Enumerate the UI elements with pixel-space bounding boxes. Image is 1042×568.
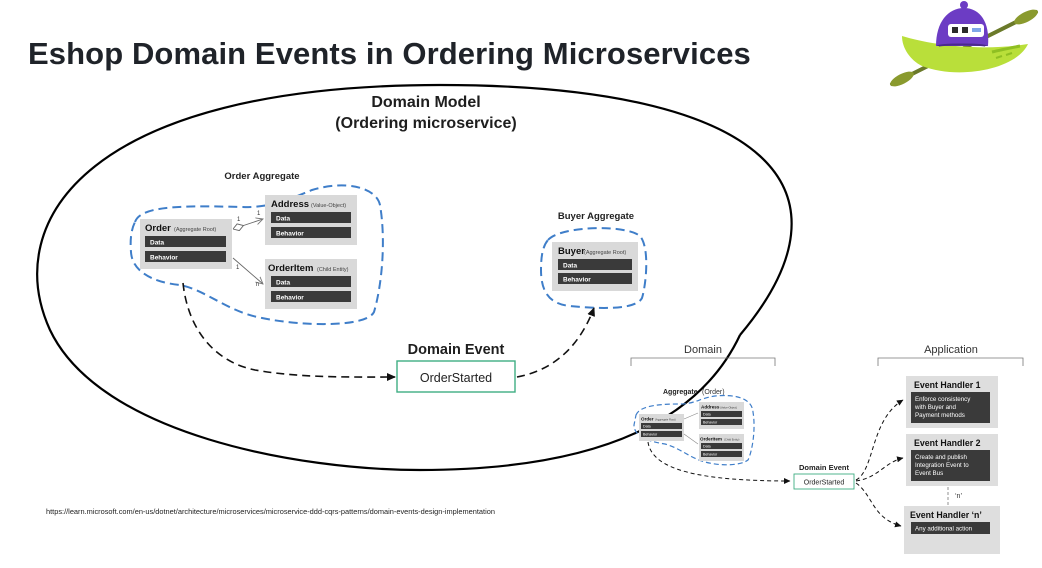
domain-event-box: [396, 360, 516, 393]
buyer-aggregate-boundary: [539, 227, 648, 309]
mini-order-started-event: OrderStarted: [804, 480, 845, 487]
mini-address-data: Data: [703, 413, 711, 417]
event-handler-1-line: Enforce consistency: [915, 396, 971, 403]
event-handler-2: Event Handler 2 Create and publish Integ…: [906, 434, 998, 486]
order-behavior-row: Behavior: [150, 255, 178, 262]
source-url: https://learn.microsoft.com/en-us/dotnet…: [46, 507, 495, 516]
mini-association: [683, 412, 699, 420]
event-handler-n-title: Event Handler ‘n’: [910, 510, 982, 520]
mini-order-tag: (Aggregate Root): [655, 418, 676, 422]
buyer-entity: Buyer (Aggregate Root) Data Behavior: [552, 242, 638, 291]
event-handler-1: Event Handler 1 Enforce consistency with…: [906, 376, 998, 428]
address-entity: Address (Value-Object) Data Behavior: [265, 195, 357, 245]
address-entity-name: Address: [271, 199, 309, 210]
application-header: Application: [924, 344, 978, 356]
order-address-association: [233, 219, 263, 229]
mini-event-box: [793, 473, 855, 490]
mini-association: [683, 433, 699, 445]
mini-orderitem-tag: (Child Entity): [724, 438, 739, 442]
buyer-entity-name: Buyer: [558, 246, 585, 257]
mini-aggregate-label: Aggregate: [663, 389, 698, 396]
application-bracket: [877, 357, 1024, 366]
mini-order-behavior: Behavior: [643, 433, 658, 437]
event-to-handler-n-flow: [855, 482, 902, 528]
mini-address-name: Address: [701, 405, 720, 410]
mini-orderitem-behavior: Behavior: [703, 453, 718, 457]
orderitem-behavior-row: Behavior: [276, 295, 304, 302]
address-data-row: Data: [276, 216, 290, 223]
domain-model-title: Domain Model: [371, 94, 480, 111]
order-data-row: Data: [150, 240, 164, 247]
multiplicity-label: 1: [236, 265, 240, 271]
address-behavior-row: Behavior: [276, 231, 304, 238]
multiplicity-label: n: [256, 282, 259, 288]
buyer-entity-tag: (Aggregate Root): [584, 250, 626, 256]
mini-orderitem-entity: OrderItem (Child Entity) Data Behavior: [699, 434, 744, 461]
event-handler-1-title: Event Handler 1: [914, 380, 981, 390]
orderitem-entity-tag: (Child Entity): [317, 267, 349, 273]
domain-model-boundary: [36, 83, 793, 472]
event-handler-n: Event Handler ‘n’ Any additional action: [904, 506, 1000, 554]
domain-bracket: [630, 357, 776, 366]
order-entity: Order (Aggregate Root) Data Behavior: [140, 219, 232, 269]
multiplicity-label: 1: [257, 211, 261, 217]
mini-domain-event-label: Domain Event: [799, 463, 850, 472]
order-entity-name: Order: [145, 223, 171, 234]
event-handler-2-line: Create and publish: [915, 454, 968, 461]
kayaking-robot-icon: [890, 1, 1038, 87]
address-entity-tag: (Value-Object): [311, 203, 346, 209]
event-handler-n-line: Any additional action: [915, 526, 973, 533]
buyer-aggregate-label: Buyer Aggregate: [558, 211, 634, 222]
order-orderitem-association: [232, 257, 263, 284]
event-handler-2-line: Event Bus: [915, 470, 943, 477]
domain-header: Domain: [684, 344, 722, 356]
mini-address-tag: (Value-Object): [720, 406, 737, 410]
event-to-handler-2-flow: [855, 456, 904, 482]
event-handler-1-line: Payment methods: [915, 412, 965, 419]
multiplicity-label: 1: [237, 217, 241, 223]
mini-address-entity: Address (Value-Object) Data Behavior: [699, 402, 744, 429]
mini-order-to-event-flow: [647, 441, 791, 484]
event-handler-2-title: Event Handler 2: [914, 438, 981, 448]
domain-event-label: Domain Event: [408, 342, 505, 358]
mini-orderitem-name: OrderItem: [700, 437, 722, 442]
orderitem-entity-name: OrderItem: [268, 263, 313, 274]
mini-aggregate-boundary: [633, 394, 755, 466]
event-handler-1-line: with Buyer and: [914, 404, 956, 411]
slide-title: Eshop Domain Events in Ordering Microser…: [28, 36, 751, 71]
orderitem-entity: OrderItem (Child Entity) Data Behavior: [265, 259, 357, 309]
order-to-event-flow: [182, 282, 396, 382]
order-aggregate-label: Order Aggregate: [224, 171, 299, 182]
buyer-behavior-row: Behavior: [563, 277, 591, 284]
orderitem-data-row: Data: [276, 280, 290, 287]
mini-aggregate-tag: (Order): [702, 389, 725, 396]
mini-order-entity: Order (Aggregate Root) Data Behavior: [639, 414, 684, 441]
order-started-event: OrderStarted: [420, 371, 492, 385]
event-to-buyer-flow: [516, 307, 595, 378]
event-to-handler-1-flow: [855, 399, 904, 481]
buyer-data-row: Data: [563, 263, 577, 270]
mini-order-name: Order: [641, 417, 654, 422]
event-handler-2-line: Integration Event to: [915, 462, 969, 469]
n-marker: ‘n’: [955, 493, 962, 500]
domain-model-subtitle: (Ordering microservice): [335, 115, 516, 132]
mini-order-data: Data: [643, 425, 651, 429]
mini-address-behavior: Behavior: [703, 421, 718, 425]
order-entity-tag: (Aggregate Root): [174, 227, 216, 233]
order-aggregate-boundary: [129, 184, 384, 326]
mini-orderitem-data: Data: [703, 445, 711, 449]
